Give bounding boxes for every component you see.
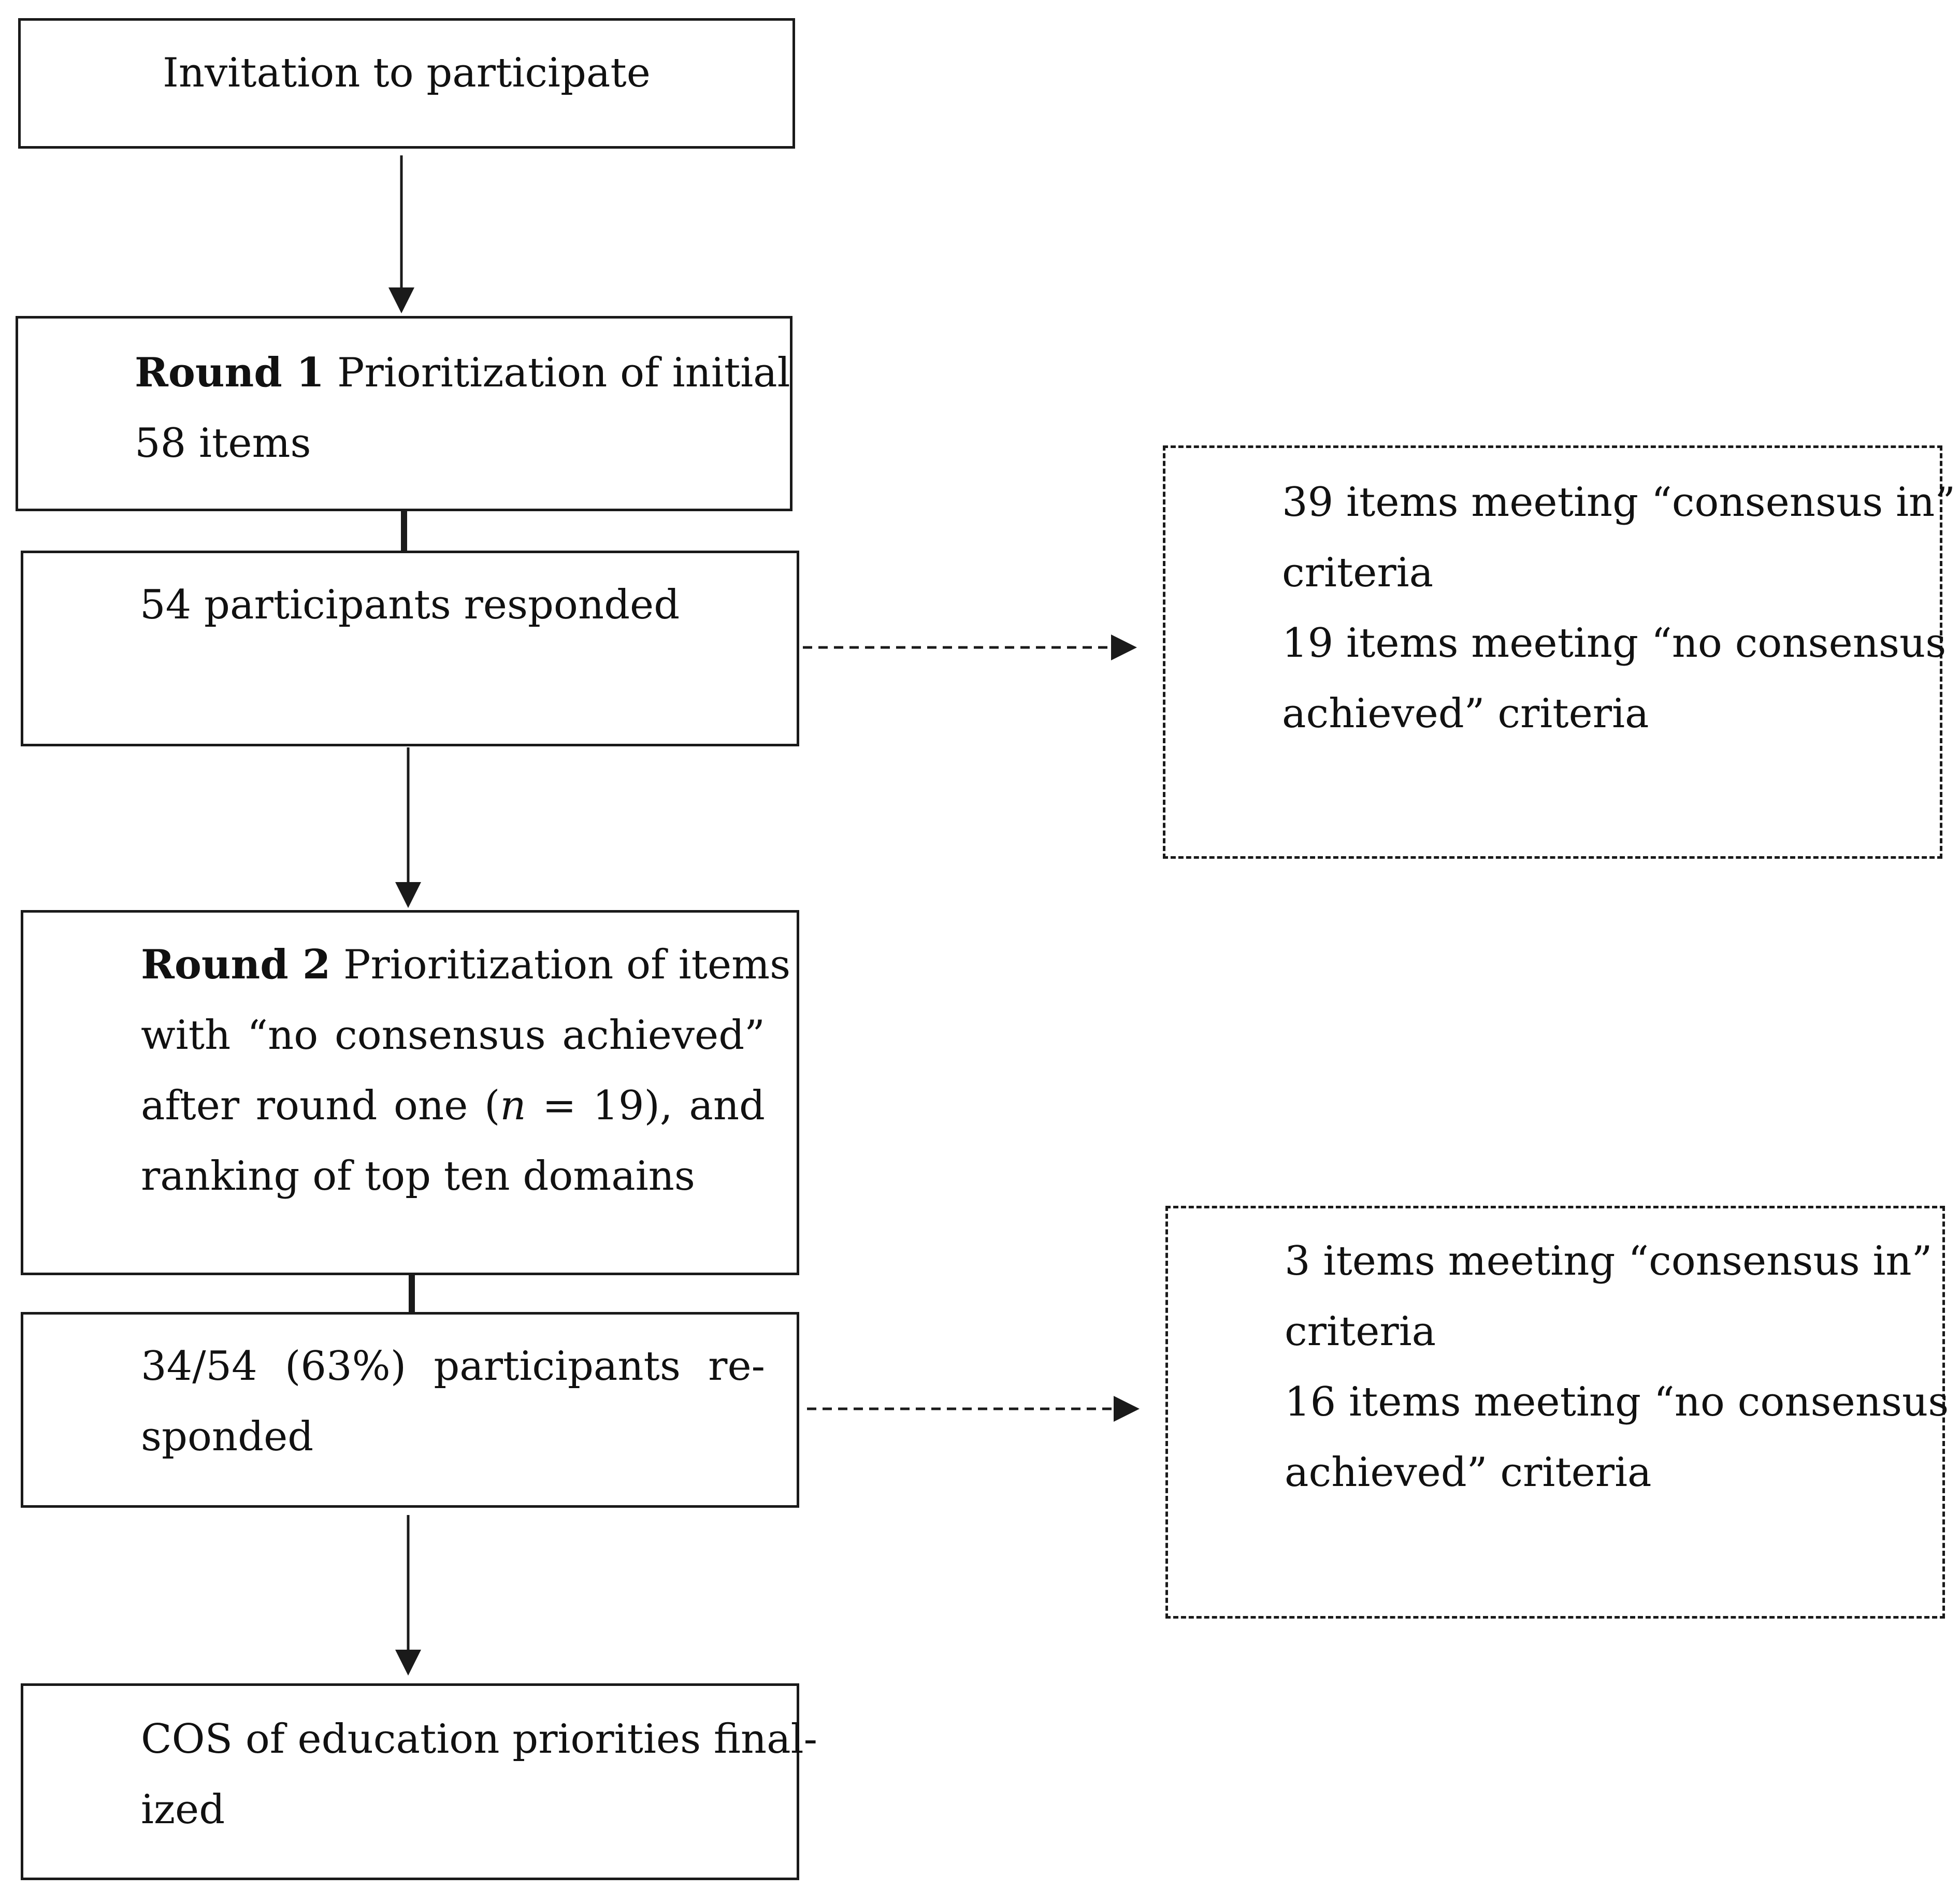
round1-outcome-text: 39 items meeting “consensus in” criteria… [1282, 467, 1956, 749]
dashed-arrowhead-response1-to-outcome1 [1111, 634, 1137, 660]
round1-response-box [21, 551, 799, 746]
round1-label: Round 1 [135, 349, 325, 396]
round2-line4: ranking of top ten domains [141, 1153, 695, 1200]
round2-line3: after round one (n = 19), and [141, 1071, 765, 1141]
round2-response-text: 34/54 (63%) participants re- sponded [141, 1331, 765, 1472]
round1-line2: 58 items [135, 420, 311, 467]
round2-response-line2: sponded [141, 1413, 314, 1460]
final-box [21, 1683, 799, 1880]
round2-line3-italic: n [500, 1083, 526, 1129]
round1-outcome-line4: achieved” criteria [1282, 690, 1649, 737]
final-line2: ized [141, 1786, 225, 1833]
round2-outcome-box [1165, 1206, 1945, 1619]
round2-outcome-line4: achieved” criteria [1285, 1449, 1652, 1496]
final-line1: COS of education priorities final- [141, 1716, 817, 1763]
round2-outcome-line2: criteria [1285, 1308, 1436, 1355]
invitation-text: Invitation to participate [163, 50, 651, 96]
arrowhead-invitation-to-round1 [388, 287, 414, 313]
round1-outcome-line3: 19 items meeting “no consensus [1282, 620, 1947, 667]
round2-text: Round 2 Prioritization of items with “no… [141, 930, 790, 1211]
round2-outcome-line3: 16 items meeting “no consensus [1285, 1379, 1949, 1425]
round1-outcome-box [1163, 445, 1942, 859]
round2-label: Round 2 [141, 941, 331, 988]
round1-response-text: 54 participants responded [140, 582, 680, 628]
round2-response-line1: 34/54 (63%) participants re- [141, 1343, 765, 1390]
round1-outcome-line1: 39 items meeting “consensus in” [1282, 479, 1956, 526]
round1-text: Round 1 Prioritization of initial 58 ite… [135, 338, 790, 479]
round2-line3-pre: after round one ( [141, 1083, 500, 1129]
dashed-arrowhead-response2-to-outcome2 [1114, 1396, 1140, 1422]
final-text: COS of education priorities final- ized [141, 1704, 817, 1845]
round2-box [21, 910, 799, 1275]
round1-line1: Round 1 Prioritization of initial [135, 338, 790, 408]
round2-line1-rest: Prioritization of items [343, 942, 791, 988]
round2-outcome-text: 3 items meeting “consensus in” criteria … [1285, 1226, 1949, 1508]
round2-line2: with “no consensus achieved” [141, 1012, 765, 1059]
arrowhead-response1-to-round2 [395, 882, 421, 908]
round1-line1-rest: Prioritization of initial [337, 350, 790, 396]
round1-outcome-line2: criteria [1282, 550, 1434, 596]
round2-outcome-line1: 3 items meeting “consensus in” [1285, 1238, 1933, 1285]
invitation-box [18, 18, 795, 149]
round1-box [16, 316, 792, 511]
round2-line1: Round 2 Prioritization of items [141, 930, 790, 1000]
round2-response-box [21, 1312, 799, 1508]
round2-line3-post: = 19), and [526, 1083, 765, 1129]
arrowhead-response2-to-final [395, 1650, 421, 1676]
